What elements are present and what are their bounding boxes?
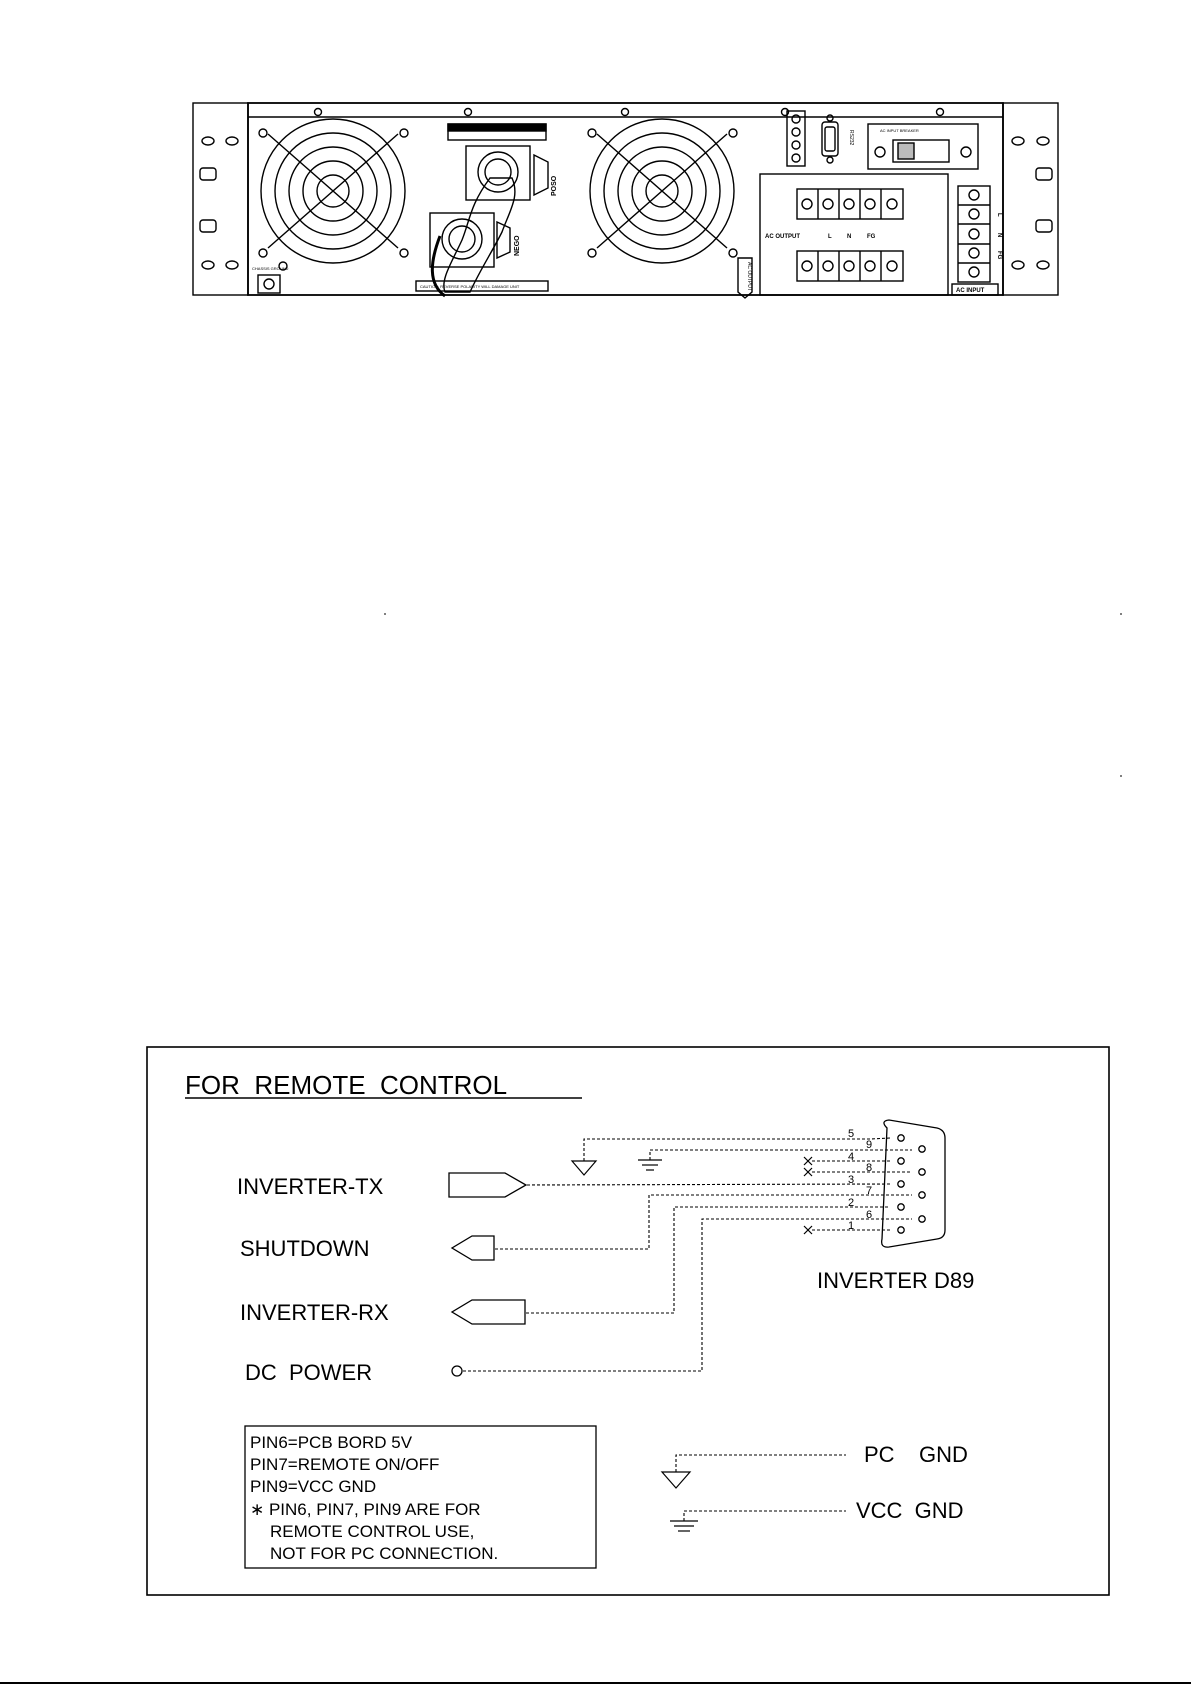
pin-label-8: 8 [866, 1162, 872, 1174]
signal-label-inverter-rx: INVERTER-RX [240, 1300, 389, 1325]
ac-output-terminals-top [796, 188, 904, 220]
wire-pin6-dc-power [463, 1218, 912, 1372]
note-line: PIN7=REMOTE ON/OFF [250, 1455, 439, 1474]
remote-title: FOR REMOTE CONTROL [185, 1070, 507, 1100]
legend-line-pc-gnd [675, 1454, 846, 1472]
nc-marks [803, 1156, 813, 1235]
wire-pin7-shutdown [495, 1194, 912, 1250]
dc-power-terminal [451, 1365, 463, 1377]
signal-terminal-block [786, 110, 806, 167]
poso-connector [465, 145, 549, 201]
vcc-gnd-symbol [638, 1159, 662, 1171]
legend-label-vcc-gnd: VCC GND [856, 1498, 964, 1523]
connector-label: INVERTER D89 [817, 1268, 974, 1293]
note-line: PIN6=PCB BORD 5V [250, 1433, 413, 1452]
chassis-screws [313, 107, 945, 117]
pin-label-2: 2 [848, 1197, 854, 1209]
pin-label-9: 9 [866, 1139, 872, 1151]
pin-label-6: 6 [866, 1209, 872, 1221]
chassis-outline [247, 102, 1004, 296]
wire-pin9-vcc-gnd [649, 1149, 912, 1160]
remote-frame [146, 1046, 1110, 1596]
chassis-ground-terminal [257, 274, 281, 294]
wire-pin5-pc-gnd [583, 1137, 891, 1161]
signal-label-inverter-tx: INVERTER-TX [237, 1174, 384, 1199]
left-fan-guard [258, 118, 409, 264]
note-line: ∗ PIN6, PIN7, PIN9 ARE FOR [250, 1500, 481, 1519]
pin-label-7: 7 [866, 1185, 872, 1197]
pc-gnd-symbol [570, 1160, 598, 1176]
right-fan-guard [587, 118, 738, 264]
warning-strip [415, 280, 549, 292]
plug-inverter-rx [450, 1299, 526, 1325]
dc-cable [443, 177, 516, 293]
legend-pc-gnd-symbol [660, 1471, 692, 1489]
ac-output-label: AC OUTPUT [765, 234, 800, 240]
wire-pin3-inverter-tx [526, 1183, 891, 1186]
ac-input-terminals [957, 185, 991, 283]
ac-input-breaker [867, 123, 979, 170]
port-label: RS232 [848, 130, 854, 146]
note-line: PIN9=VCC GND [250, 1477, 376, 1496]
wire-pin2-inverter-rx [526, 1206, 890, 1314]
legend-vcc-gnd-symbol [670, 1520, 698, 1532]
ac-input-label: AC INPUT [956, 288, 985, 294]
ac-output-section [759, 173, 949, 296]
terminal-label-fg: FG [867, 234, 876, 240]
note-line: REMOTE CONTROL USE, [270, 1522, 474, 1541]
signal-label-dc-power: DC POWER [245, 1360, 372, 1385]
db9-connector [881, 1119, 946, 1248]
poso-label: POSO [551, 175, 558, 196]
ac-output-arrow-tag-label: AC OUTPUT [746, 262, 752, 291]
plug-inverter-tx [448, 1172, 528, 1198]
ac-output-arrow-tag [737, 257, 753, 299]
rack-ear-holes [199, 136, 1053, 270]
nego-label: NEGO [514, 235, 521, 256]
ac-input-terminal-label-fg: FG [996, 251, 1002, 260]
pin-label-5: 5 [848, 1128, 854, 1140]
legend-line-vcc-gnd [683, 1510, 846, 1521]
db9-port [821, 114, 839, 164]
pin-label-1: 1 [848, 1220, 854, 1232]
note-line: NOT FOR PC CONNECTION. [270, 1544, 498, 1563]
pin-label-4: 4 [848, 1151, 854, 1163]
breaker-label: AC INPUT BREAKER [880, 128, 919, 133]
pin-label-3: 3 [848, 1174, 854, 1186]
ac-input-terminal-label-l: L [996, 213, 1002, 217]
dc-input-label: DC INPUT [460, 126, 489, 132]
nego-connector [429, 212, 511, 268]
ac-output-terminals-bottom [796, 250, 904, 282]
db9-pins [897, 1134, 926, 1234]
legend-label-pc-gnd: PC GND [864, 1442, 968, 1467]
chassis-ground-label: CHASSIS GROUND [252, 266, 289, 271]
ac-input-terminal-label-n: N [996, 233, 1002, 237]
warning-text: CAUTION: REVERSE POLARITY WILL DAMAGE UN… [420, 284, 520, 289]
plug-shutdown [450, 1235, 495, 1261]
signal-label-shutdown: SHUTDOWN [240, 1236, 370, 1261]
terminal-label-l: L [828, 234, 832, 240]
notes-box [244, 1425, 597, 1569]
terminal-label-n: N [847, 234, 851, 240]
